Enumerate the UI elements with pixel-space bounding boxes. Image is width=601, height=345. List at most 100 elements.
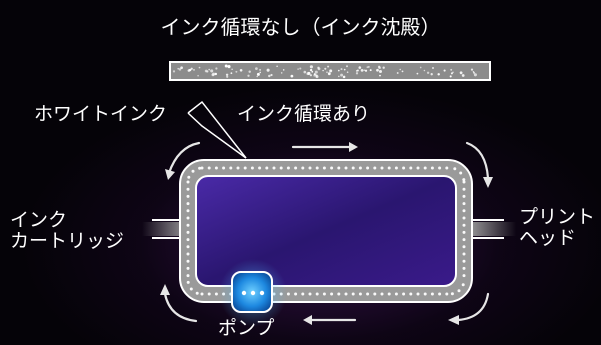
ink-particle <box>426 71 430 74</box>
ink-particle <box>317 67 321 71</box>
flow-arrow-icon <box>160 284 198 323</box>
ink-particle <box>214 166 218 170</box>
ink-particle <box>450 68 453 71</box>
ink-particle <box>346 65 348 68</box>
ink-particle <box>326 71 328 73</box>
ink-particle <box>188 68 191 71</box>
ink-particle <box>227 65 231 69</box>
ink-particle <box>306 72 310 76</box>
ink-particle <box>268 74 271 78</box>
ink-particle <box>280 72 283 74</box>
ink-particle <box>222 166 226 170</box>
ink-particle <box>190 67 193 70</box>
ink-particle <box>204 69 208 73</box>
ink-particle <box>314 70 318 74</box>
flow-arrow-icon <box>448 292 490 325</box>
ink-particle <box>399 68 401 71</box>
circulation-label: インク循環あり <box>237 103 371 125</box>
ink-particle <box>186 216 190 220</box>
ink-particle <box>419 66 422 69</box>
printhead-label: プリント ヘッド <box>519 207 595 249</box>
ink-particle <box>461 74 465 77</box>
ink-particle <box>186 180 190 184</box>
ink-particle <box>431 66 435 70</box>
ink-particle <box>462 202 466 206</box>
ink-particle <box>186 230 190 234</box>
white-ink-label: ホワイトインク <box>34 103 168 125</box>
flow-arrow-icon <box>465 141 493 188</box>
ink-particle <box>360 69 364 72</box>
ink-particle <box>366 166 370 170</box>
callout-line <box>187 100 247 159</box>
ink-particle <box>356 70 358 72</box>
ink-particle <box>186 280 190 284</box>
ink-particle <box>308 166 312 170</box>
ink-particle <box>358 166 362 170</box>
ink-particle <box>308 292 312 296</box>
ink-particle <box>301 166 305 170</box>
flow-arrow-icon <box>165 141 201 180</box>
ink-particle <box>462 230 466 234</box>
ink-particle <box>387 166 391 170</box>
ink-particle <box>327 65 330 68</box>
cartridge-label: インク カートリッジ <box>10 210 124 252</box>
ink-particle <box>462 223 466 227</box>
ink-particle <box>459 171 463 175</box>
ink-particle <box>346 71 349 74</box>
ink-particle <box>309 65 313 69</box>
ink-particle <box>423 292 427 296</box>
ink-particle <box>449 75 452 78</box>
ink-particle <box>286 166 290 170</box>
ink-particle <box>409 292 413 296</box>
ink-particle <box>462 274 466 278</box>
ink-particle <box>243 166 247 170</box>
ink-particle <box>309 68 313 72</box>
ink-particle <box>250 166 254 170</box>
ink-particle <box>186 209 190 213</box>
ink-particle <box>178 68 182 71</box>
ink-particle <box>462 180 466 184</box>
ink-particle <box>445 292 449 296</box>
ink-particle <box>342 75 346 79</box>
ink-particle <box>470 68 474 71</box>
ink-particle <box>279 166 283 170</box>
ink-particle <box>402 292 406 296</box>
ink-particle <box>462 194 466 198</box>
ink-particle <box>378 66 381 70</box>
ink-particle <box>462 266 466 270</box>
sediment-tube <box>169 61 491 81</box>
ink-particle <box>344 166 348 170</box>
ink-particle <box>186 245 190 249</box>
ink-particle <box>343 68 346 71</box>
ink-particle <box>265 166 269 170</box>
ink-particle <box>311 71 313 73</box>
ink-particle <box>315 292 319 296</box>
ink-particle <box>450 292 454 296</box>
ink-particle <box>379 74 381 77</box>
ink-particle <box>366 292 370 296</box>
ink-particle <box>301 292 305 296</box>
ink-particle <box>282 69 285 71</box>
ink-particle <box>461 283 465 287</box>
ink-particle <box>438 292 442 296</box>
ink-particle <box>266 68 270 72</box>
ink-particle <box>303 70 307 74</box>
ink-particle <box>396 72 399 74</box>
ink-particle-icon <box>172 64 477 79</box>
ink-particle <box>344 292 348 296</box>
ink-particle <box>382 66 385 69</box>
ink-chamber <box>195 175 457 287</box>
ink-particle <box>423 166 427 170</box>
ink-particle <box>294 292 298 296</box>
ink-particle <box>340 73 344 77</box>
ink-particle <box>315 75 319 79</box>
ink-particle <box>191 169 195 173</box>
ink-particle <box>358 292 362 296</box>
ink-particle <box>363 69 366 71</box>
ink-particle <box>462 178 466 182</box>
ink-particle <box>322 69 324 72</box>
printhead-label-line2: ヘッド <box>519 226 577 249</box>
callout-line <box>187 112 247 159</box>
ink-particle <box>177 67 180 70</box>
ink-particle <box>236 166 240 170</box>
